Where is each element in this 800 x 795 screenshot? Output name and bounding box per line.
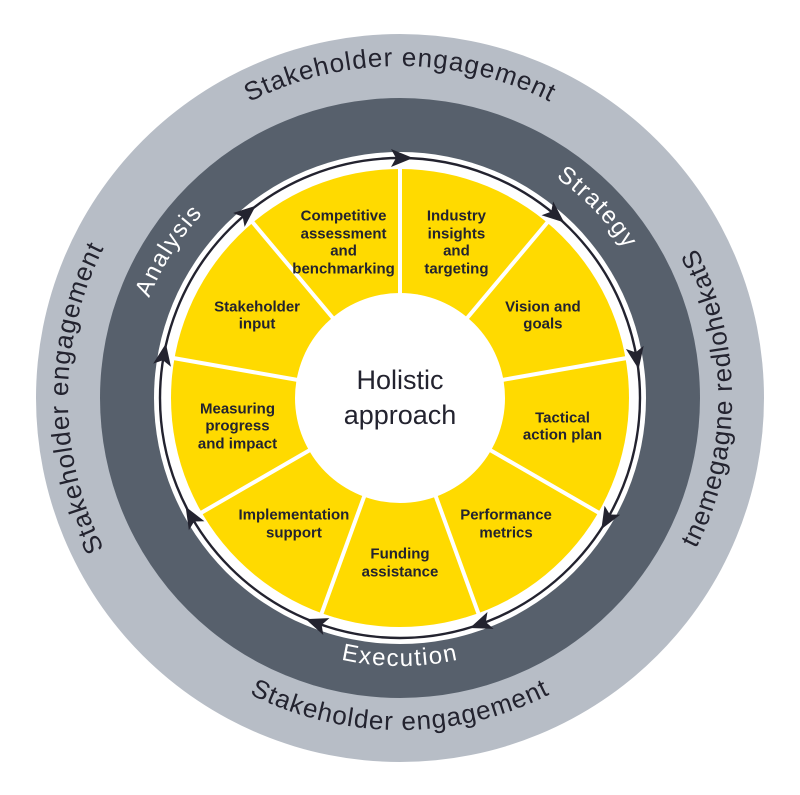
segment-divider xyxy=(172,355,307,384)
segment-label-competitive-assessment: Competitive assessment and benchmarking xyxy=(292,207,395,278)
flow-arrow xyxy=(625,345,644,370)
segment-divider xyxy=(481,443,602,516)
segment-divider xyxy=(430,486,481,616)
flow-arrow xyxy=(153,343,171,367)
flow-arrow xyxy=(233,205,256,227)
segment-divider xyxy=(319,486,370,616)
segment-label-implementation-support: Implementation support xyxy=(238,506,350,542)
hub-title: Holistic approach xyxy=(343,364,457,430)
segment-divider xyxy=(249,219,341,327)
flow-arrow xyxy=(541,201,565,223)
segment-label-tactical-action-plan: Tactical action plan xyxy=(522,408,603,444)
hub-circle xyxy=(295,293,505,503)
segment-divider xyxy=(493,355,628,384)
segment-label-funding-assistance: Funding assistance xyxy=(361,545,439,580)
flow-arrowheads xyxy=(153,149,644,636)
flow-arrow xyxy=(601,505,621,530)
flow-arrow xyxy=(185,506,205,531)
segment-divider xyxy=(459,219,551,327)
segment-divider xyxy=(198,443,319,516)
segment-label-industry-insights: Industry insights and targeting xyxy=(424,207,489,278)
flow-arrow xyxy=(305,618,330,636)
segment-label-vision-and-goals: Vision and goals xyxy=(505,297,581,333)
flow-arrow xyxy=(391,149,413,167)
segment-label-performance-metrics: Performance metrics xyxy=(460,506,552,542)
flow-arrow xyxy=(469,611,494,629)
segment-dividers xyxy=(172,167,628,616)
segment-label-stakeholder-input: Stakeholder input xyxy=(214,297,301,333)
segment-label-measuring-progress: Measuring progress and impact xyxy=(197,400,278,453)
